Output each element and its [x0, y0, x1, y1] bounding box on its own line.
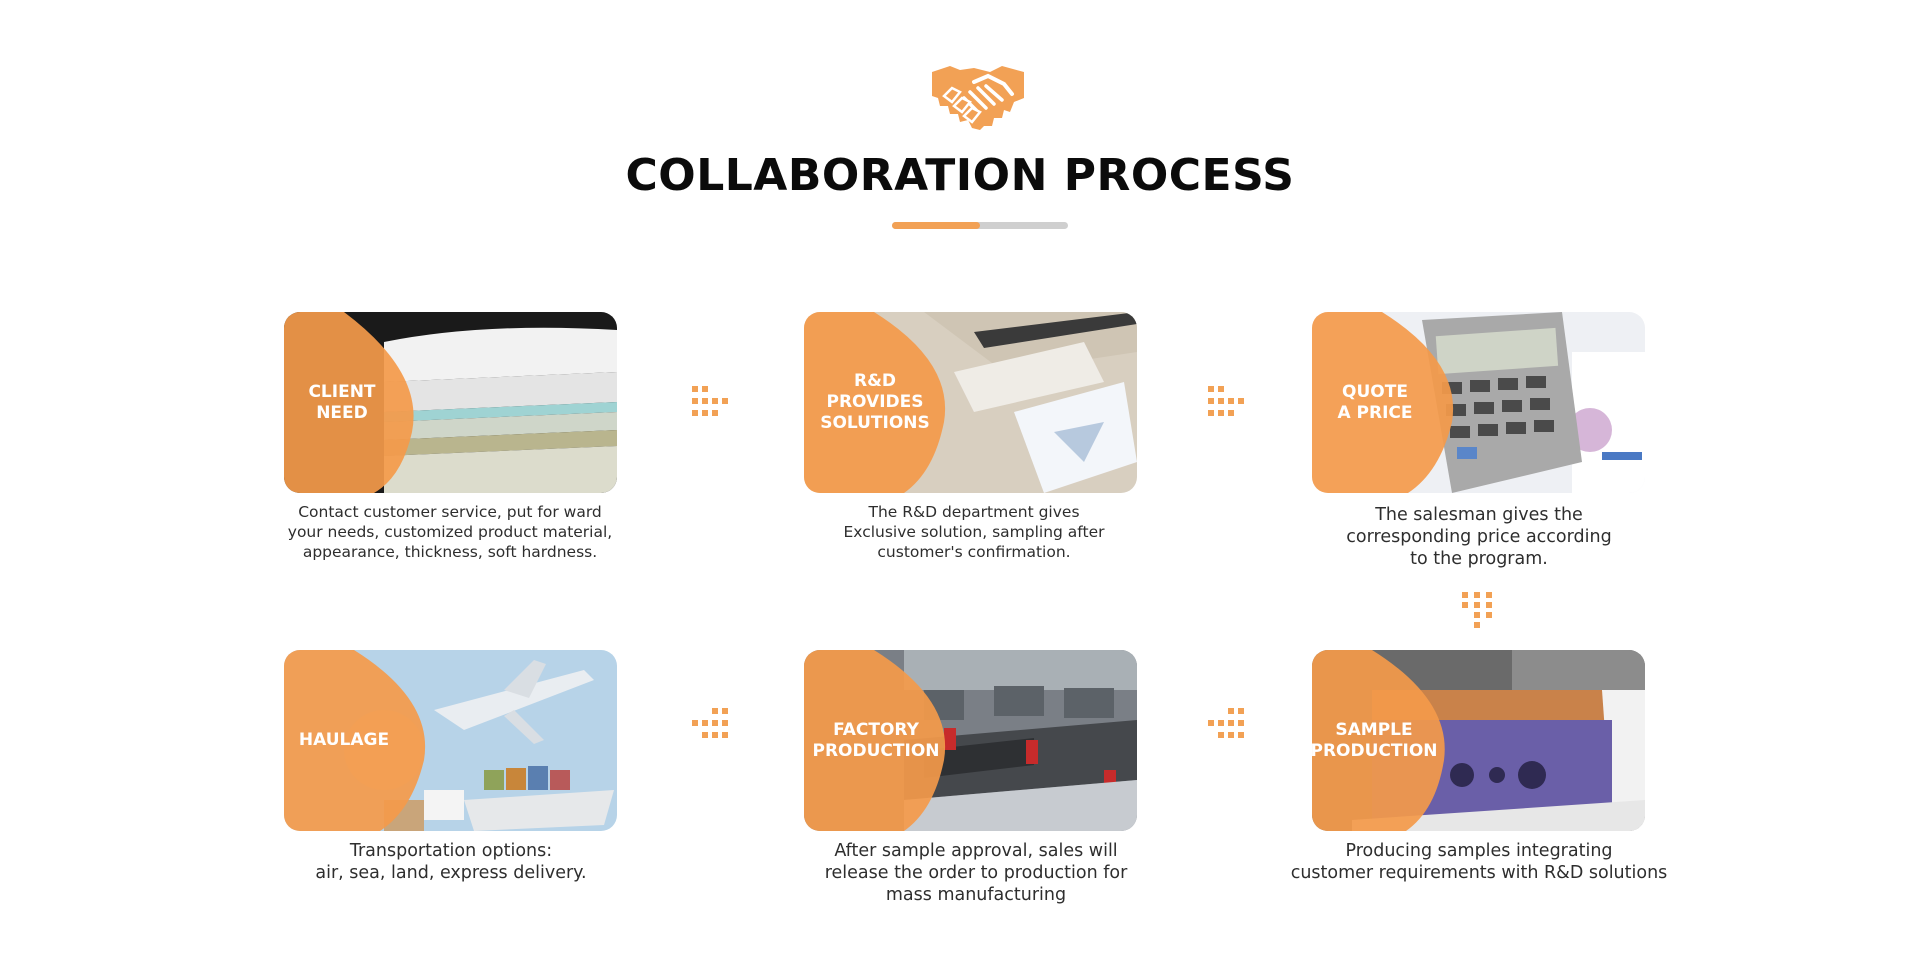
step-description: After sample approval, sales will releas… [824, 841, 1128, 905]
step-card-sample-production: SAMPLE PRODUCTION [1312, 650, 1645, 831]
handshake-icon [932, 66, 1024, 130]
step-card-haulage: HAULAGE [284, 650, 617, 831]
step-card-factory-production: FACTORY PRODUCTION [804, 650, 1137, 831]
arrow-right-dots-icon [1208, 386, 1244, 416]
design-documents-photo [804, 312, 1137, 493]
calculator-photo [1312, 312, 1645, 493]
step-label: CLIENT NEED [308, 381, 376, 423]
step-label: HAULAGE [298, 730, 390, 750]
step-description: Transportation options: air, sea, land, … [315, 841, 587, 883]
arrow-right-dots-icon [692, 386, 728, 416]
sample-mattress-photo [1312, 650, 1645, 831]
factory-floor-photo [804, 650, 1137, 831]
page-title: COLLABORATION PROCESS [625, 150, 1295, 201]
arrow-left-dots-icon [1208, 708, 1244, 738]
arrow-left-dots-icon [692, 708, 728, 738]
title-underline-accent [892, 222, 980, 229]
step-label: QUOTE A PRICE [1337, 381, 1413, 423]
airplane-ship-trucks-photo [284, 650, 617, 831]
step-card-rd-solutions: R&D PROVIDES SOLUTIONS [804, 312, 1137, 493]
step-description: The salesman gives the corresponding pri… [1346, 505, 1612, 569]
step-label: R&D PROVIDES SOLUTIONS [820, 371, 930, 433]
step-label: FACTORY PRODUCTION [812, 719, 940, 761]
step-card-client-need: CLIENT NEED [284, 312, 617, 493]
mattress-layers-photo [284, 312, 617, 493]
step-card-quote-price: QUOTE A PRICE [1312, 312, 1645, 493]
title-underline [892, 222, 1068, 229]
step-label: SAMPLE PRODUCTION [1312, 719, 1438, 761]
step-description: Contact customer service, put for ward y… [287, 503, 613, 561]
step-description: The R&D department gives Exclusive solut… [843, 503, 1105, 561]
arrow-down-dots-icon [1462, 592, 1492, 628]
step-description: Producing samples integrating customer r… [1290, 841, 1668, 883]
